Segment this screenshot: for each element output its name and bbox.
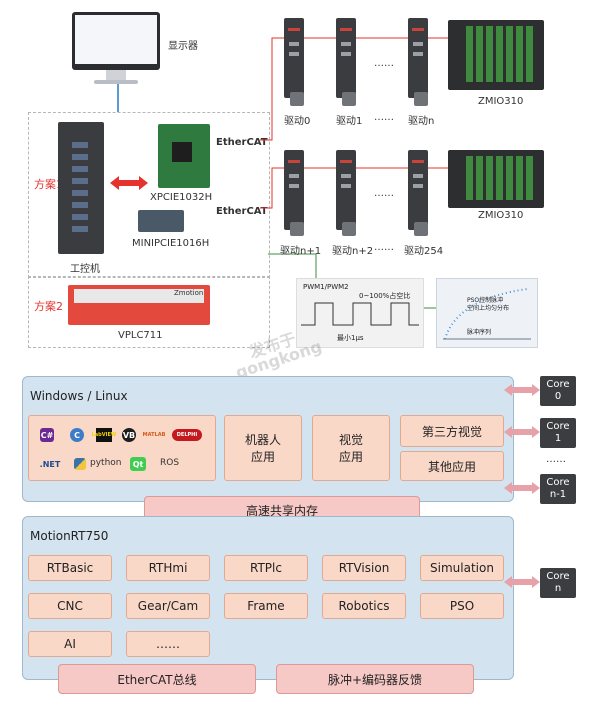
drive-icon [408,150,428,230]
motionrt-title: MotionRT750 [30,529,109,543]
delphi-icon: DELPHI [172,429,202,441]
pwm-waveform [301,302,419,326]
scheme1-label: 方案1 [34,178,63,191]
drive-label: 驱动0 [284,116,311,127]
ethercat-label-2: EtherCAT [216,206,268,217]
drive-label: …… [374,242,394,253]
module-simulation: Simulation [420,555,504,581]
pwm-waveform-panel: PWM1/PWM2 0~100%占空比 最小1μs [296,278,424,348]
card2-label: MINIPCIE1016H [132,238,210,249]
rack-label: ZMIO310 [478,96,524,107]
qt-icon: Qt [130,457,146,471]
drive-label: …… [374,112,394,123]
pso-note-3: 脉冲序列 [467,329,492,336]
monitor-base [94,80,138,84]
rack-label: ZMIO310 [478,210,524,221]
drive-label: 驱动254 [404,246,444,257]
card1-label: XPCIE1032H [150,192,213,203]
module-robotics: Robotics [322,593,406,619]
vplc-label: VPLC711 [118,330,163,341]
labview-icon: LabVIEW [92,428,116,442]
xpcie-card-icon [158,124,210,188]
pso-arc [443,288,531,340]
drive-label: 驱动1 [336,116,363,127]
pso-note-2: 空间上均匀分布 [467,305,510,312]
drive-icon [284,150,304,230]
drive-icon [336,150,356,230]
ethercat-bus-bar: EtherCAT总线 [58,664,256,694]
drive-label: 驱动n+2 [332,246,374,257]
industrial-pc-icon [58,122,104,254]
module-ai: AI [28,631,112,657]
io-rack-icon [448,20,544,90]
ros-label: ROS [160,458,180,468]
windows-title: Windows / Linux [30,389,128,403]
other-apps-box: 其他应用 [400,451,504,481]
pwm-min: 最小1μs [337,334,364,342]
drive-icon [336,18,356,98]
vision-app-box: 视觉 应用 [312,415,390,481]
module-rtplc: RTPlc [224,555,308,581]
motor-icon [342,92,356,106]
module-gear-cam: Gear/Cam [126,593,210,619]
pwm-title: PWM1/PWM2 [303,283,349,291]
module-rthmi: RTHmi [126,555,210,581]
motor-icon [414,222,428,236]
module-pso: PSO [420,593,504,619]
motor-icon [290,92,304,106]
scheme2-label: 方案2 [34,300,63,313]
core-n-1-chip: Core n-1 [540,474,576,504]
module-rtvision: RTVision [322,555,406,581]
drive-label: 驱动n [408,116,435,127]
monitor-icon [72,12,160,70]
vplc-brand: Zmotion [174,289,204,297]
minipcie-card-icon [138,210,184,232]
module-rtbasic: RTBasic [28,555,112,581]
motor-icon [342,222,356,236]
motor-icon [414,92,428,106]
ipc-label: 工控机 [70,264,100,275]
module-more: …… [126,631,210,657]
io-rack-icon [448,150,544,208]
core-n-chip: Core n [540,568,576,598]
vplc-device-icon: Zmotion [68,285,210,325]
core-arrows [504,384,540,588]
pso-note-1: PSO控制脉冲 [467,297,504,304]
scheme2-box [28,276,270,348]
drive-icon [408,18,428,98]
pso-panel: PSO控制脉冲 空间上均匀分布 脉冲序列 [436,278,538,348]
c-icon: C [70,428,84,442]
language-icons-box [28,415,216,481]
double-arrow-icon [110,176,148,190]
matlab-icon: MATLAB [142,432,166,438]
python-logo-icon [74,458,86,470]
third-party-vision-box: 第三方视觉 [400,415,504,447]
csharp-icon: C# [40,428,54,442]
module-frame: Frame [224,593,308,619]
dotnet-icon: .NET [39,459,61,469]
core-1-chip: Core 1 [540,418,576,448]
monitor-cable [117,84,119,112]
pwm-duty: 0~100%占空比 [359,292,411,300]
monitor-stand [106,70,126,80]
ethercat-label-1: EtherCAT [216,137,268,148]
drive-icon [284,18,304,98]
core-ellipsis: …… [546,454,566,465]
core-0-chip: Core 0 [540,376,576,406]
scheme1-box [28,112,270,278]
monitor-label: 显示器 [168,41,198,52]
drive-label: 驱动n+1 [280,246,322,257]
ellipsis-label: …… [374,58,394,69]
ellipsis-label: …… [374,188,394,199]
robot-app-box: 机器人 应用 [224,415,302,481]
vb-icon: VB [122,428,136,442]
module-cnc: CNC [28,593,112,619]
motor-icon [290,222,304,236]
python-label: python [90,458,122,468]
pulse-encoder-bar: 脉冲+编码器反馈 [276,664,474,694]
